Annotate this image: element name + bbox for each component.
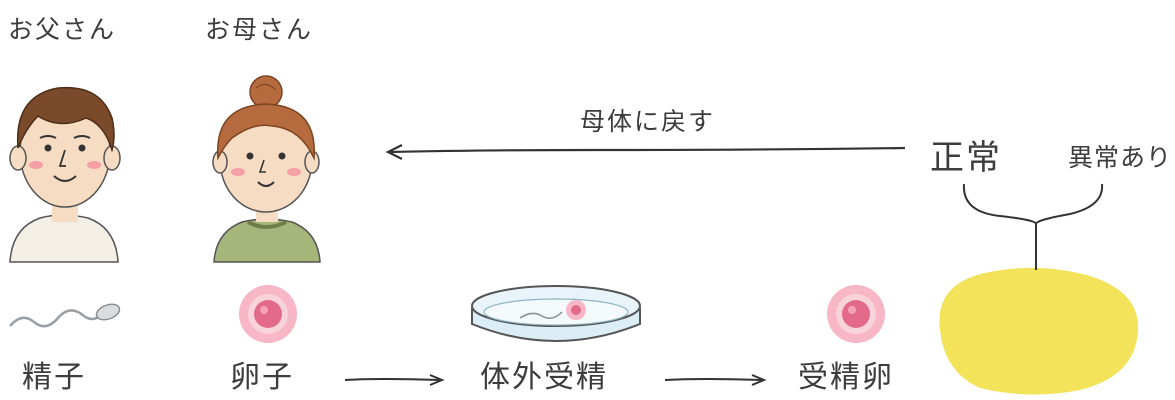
father-icon xyxy=(9,86,121,263)
arrow-egg-to-ivf xyxy=(344,374,445,386)
father-label: お父さん xyxy=(8,15,117,44)
return-to-mother-label: 母体に戻す xyxy=(580,107,716,136)
return-to-mother-arrow xyxy=(385,144,906,160)
inspection-blob xyxy=(939,267,1139,395)
inspection-branch-bracket xyxy=(962,183,1104,270)
petri-dish-icon xyxy=(471,285,641,342)
sperm-label: 精子 xyxy=(22,360,86,395)
abnormal-label: 異常あり xyxy=(1068,143,1173,172)
mother-label: お母さん xyxy=(205,15,314,44)
normal-label: 正常 xyxy=(930,138,1002,178)
ivf-label: 体外受精 xyxy=(480,360,608,395)
sperm-icon xyxy=(9,303,121,328)
egg-label: 卵子 xyxy=(230,360,294,395)
arrow-ivf-to-fertilized-egg xyxy=(664,374,767,386)
fertilized-egg-icon xyxy=(827,285,885,343)
mother-icon xyxy=(212,75,321,263)
fertilized-egg-label: 受精卵 xyxy=(798,360,894,395)
egg-icon xyxy=(239,285,297,343)
